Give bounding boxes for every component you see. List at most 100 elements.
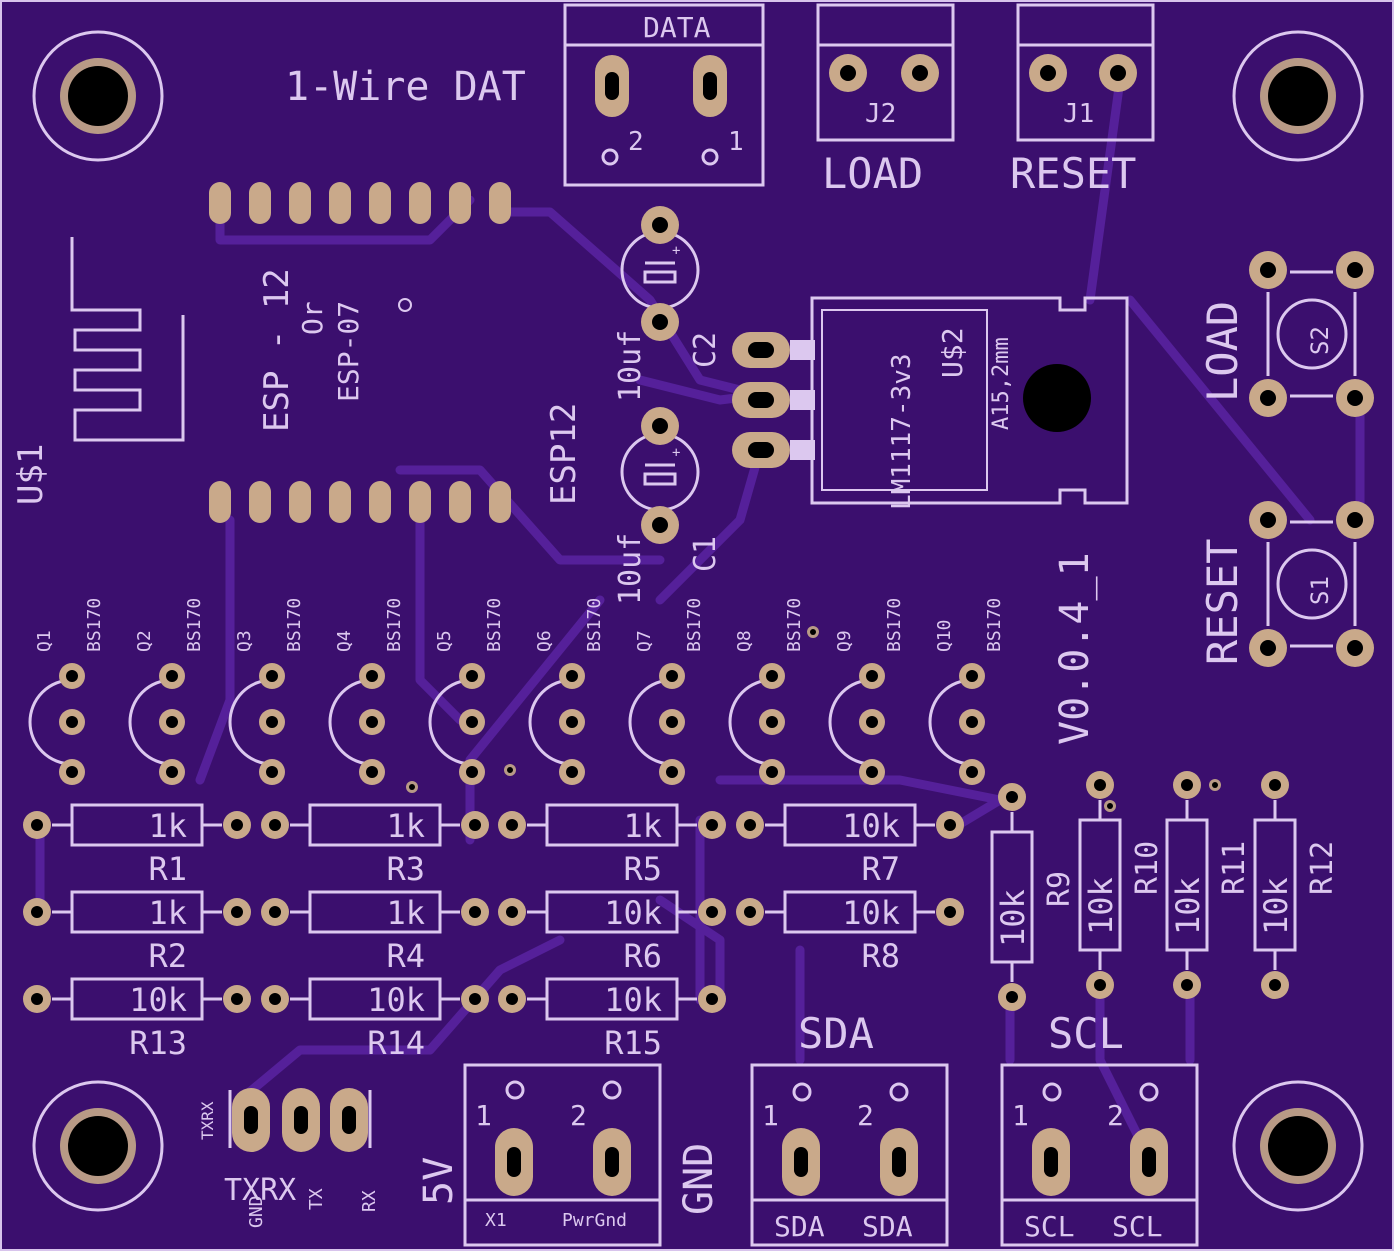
svg-text:2: 2 (857, 1099, 874, 1132)
svg-text:GND: GND (246, 1195, 267, 1228)
button-s2: S2 LOAD (1198, 251, 1374, 417)
svg-text:TXRX: TXRX (198, 1101, 217, 1140)
esp12-label: ESP12 (544, 403, 584, 505)
svg-text:RX: RX (359, 1190, 380, 1212)
transistor-q10: Q10 BS170 (928, 598, 1005, 785)
svg-text:1: 1 (762, 1099, 779, 1132)
mounting-hole-br (1232, 1080, 1364, 1212)
push-buttons: S2 LOAD S1 RESET (1198, 251, 1374, 667)
svg-text:2: 2 (628, 127, 644, 157)
resistor-value: 1k (148, 894, 187, 932)
transistor-ref: Q10 (934, 619, 955, 652)
transistor-q8: Q8 BS170 (728, 598, 805, 785)
reset-button-label: RESET (1198, 539, 1247, 665)
version-label: V0.0.4_1 (1052, 552, 1098, 745)
resistor-value: 10k (129, 981, 187, 1019)
transistor-ref: Q9 (834, 630, 855, 652)
resistor-value: 1k (623, 807, 662, 845)
mounting-hole-tl (32, 30, 164, 162)
esp-module: ESP - 12 Or ESP-07 ESP12 U$1 (11, 182, 584, 523)
resistor-ref: R8 (861, 937, 900, 975)
svg-text:+: + (672, 445, 680, 461)
esp-main-label: ESP - 12 (257, 268, 297, 432)
mounting-hole-tr (1232, 30, 1364, 162)
resistor-value: 10k (994, 889, 1032, 947)
resistor-value: 10k (842, 807, 900, 845)
power-connector: 1 2 X1 PwrGnd 5V GND (416, 1063, 722, 1247)
transistor-ref: Q7 (634, 630, 655, 652)
gnd-label: GND (676, 1143, 722, 1215)
transistor-ref: Q8 (734, 630, 755, 652)
transistor-part: BS170 (484, 598, 505, 652)
sda-title: SDA (798, 1009, 874, 1058)
resistor-ref: R14 (367, 1024, 425, 1062)
resistor-r10: 10k R10 (1078, 771, 1165, 999)
mounting-holes (32, 30, 1364, 1212)
resistor-value: 10k (1082, 877, 1120, 935)
svg-text:S2: S2 (1306, 326, 1334, 355)
resistor-value: 1k (386, 894, 425, 932)
svg-text:S1: S1 (1306, 576, 1334, 605)
svg-text:SCL: SCL (1024, 1210, 1075, 1243)
data-connector: 1-Wire DAT DATA 2 1 (285, 3, 765, 187)
transistor-part: BS170 (884, 598, 905, 652)
regulator-part: LM1117-3v3 (887, 353, 917, 510)
txrx-big-label: TXRX (224, 1173, 296, 1208)
transistor-ref: Q3 (234, 630, 255, 652)
transistor-part: BS170 (984, 598, 1005, 652)
transistor-part: BS170 (784, 598, 805, 652)
resistor-value: 10k (842, 894, 900, 932)
svg-text:C2: C2 (688, 332, 723, 368)
transistor-part: BS170 (584, 598, 605, 652)
transistor-q3: Q3 BS170 (228, 598, 305, 785)
svg-text:+: + (672, 243, 680, 259)
resistor-value: 10k (1169, 877, 1207, 935)
load-button-label: LOAD (1198, 301, 1247, 402)
svg-text:X1: X1 (485, 1210, 507, 1231)
resistor-ref: R4 (386, 937, 425, 975)
transistor-part: BS170 (284, 598, 305, 652)
voltage-regulator: LM1117-3v3 U$2 A15,2mm V0.0.4_1 (732, 296, 1129, 745)
svg-text:SDA: SDA (774, 1210, 825, 1243)
capacitors: + C2 10uf + C1 10uf (613, 206, 723, 605)
transistor-ref: Q6 (534, 630, 555, 652)
resistor-ref: R3 (386, 850, 425, 888)
resistor-ref: R1 (148, 850, 187, 888)
resistor-ref: R10 (1130, 841, 1165, 895)
serial-header: TXRX TXRX GND TX RX (198, 1088, 380, 1228)
resistor-value: 10k (604, 981, 662, 1019)
resistor-value: 1k (386, 807, 425, 845)
svg-text:1: 1 (475, 1099, 492, 1132)
resistor-value: 10k (1257, 877, 1295, 935)
sda-connector: SDA 1 2 SDA SDA (750, 1009, 949, 1247)
transistor-q6: Q6 BS170 (528, 598, 605, 785)
resistor-ref: R2 (148, 937, 187, 975)
svg-text:PwrGnd: PwrGnd (562, 1210, 627, 1231)
load-label: LOAD (822, 149, 923, 198)
svg-text:J2: J2 (865, 99, 896, 129)
resistor-ref: R7 (861, 850, 900, 888)
data-label: DATA (643, 11, 711, 44)
reset-label: RESET (1010, 149, 1136, 198)
j2-load-jumper: J2 LOAD (816, 3, 955, 198)
resistor-ref: R15 (604, 1024, 662, 1062)
transistor-ref: Q4 (334, 630, 355, 652)
